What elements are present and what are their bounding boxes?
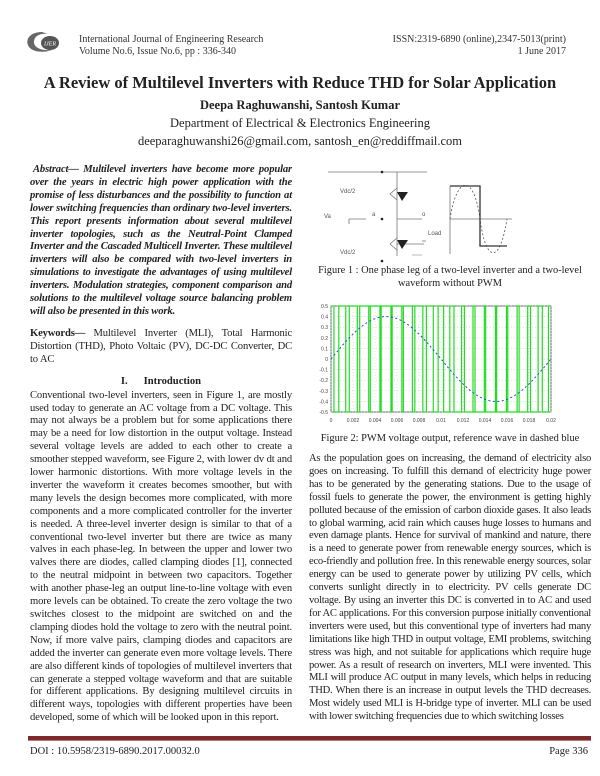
figure-2-caption: Figure 2: PWM voltage output, reference … (320, 433, 580, 444)
x-tick-label: 0.01 (436, 418, 446, 424)
department: Department of Electrical & Electronics E… (170, 116, 430, 130)
x-tick-label: 0.008 (413, 418, 426, 424)
abstract: Abstract— Multilevel inverters have beco… (30, 164, 292, 317)
x-tick-label: 0.012 (457, 418, 470, 424)
y-tick-label: -0.5 (319, 410, 328, 416)
y-tick-label: 0 (325, 357, 328, 363)
right-column: Vdc/2 Vdc/2 Va a o Load Figure 1 : One p… (309, 166, 591, 724)
section-heading-introduction: I. Introduction (120, 375, 202, 387)
journal-name: International Journal of Engineering Res… (79, 34, 264, 45)
issn: ISSN:2319-6890 (online),2347-5013(print) (392, 34, 566, 45)
x-tick-label: 0.02 (546, 418, 556, 424)
x-tick-label: 0 (330, 418, 333, 424)
fig1-label-va: Va (324, 214, 332, 220)
svg-text:IJER: IJER (43, 42, 56, 48)
x-tick-label: 0.014 (479, 418, 492, 424)
x-tick-label: 0.006 (391, 418, 404, 424)
keywords-label: Keywords— (30, 327, 86, 339)
introduction-paragraph: Conventional two-level inverters, seen i… (30, 389, 292, 724)
y-tick-label: 0.4 (321, 315, 328, 321)
y-tick-label: -0.4 (319, 399, 328, 405)
fig1-label-vdc-bottom: Vdc/2 (340, 250, 356, 256)
reference-wave-series (330, 316, 552, 402)
pwm-output-series (331, 305, 551, 413)
left-column: Abstract— Multilevel inverters have beco… (30, 164, 292, 725)
y-tick-label: 0.5 (321, 304, 328, 310)
page-number: Page 336 (549, 746, 588, 757)
y-tick-label: -0.1 (319, 368, 328, 374)
keywords: Keywords— Multilevel Inverter (MLI), Tot… (30, 328, 292, 367)
figure-1: Vdc/2 Vdc/2 Va a o Load (309, 166, 591, 264)
doi: DOI : 10.5958/2319-6890.2017.00032.0 (30, 746, 200, 757)
x-tick-label: 0.002 (347, 418, 360, 424)
fig1-label-load: Load (428, 231, 441, 237)
authors: Deepa Raghuwanshi, Santosh Kumar (199, 98, 401, 112)
publication-date: 1 June 2017 (517, 46, 566, 57)
paper-title: A Review of Multilevel Inverters with Re… (43, 73, 557, 92)
y-tick-label: 0.2 (321, 336, 328, 342)
y-tick-label: 0.3 (321, 325, 328, 331)
y-tick-label: -0.3 (319, 389, 328, 395)
fig1-label-o: o (422, 212, 426, 218)
keywords-text: Multilevel Inverter (MLI), Total Harmoni… (30, 327, 292, 365)
issn-info: ISSN:2319-6890 (online),2347-5013(print)… (393, 34, 566, 58)
journal-volume: Volume No.6, Issue No.6, pp : 336-340 (79, 46, 237, 57)
figure-1-caption: Figure 1 : One phase leg of a two-level … (318, 265, 582, 289)
fig1-label-a: a (372, 212, 376, 218)
y-tick-label: 0.1 (321, 346, 328, 352)
x-tick-label: 0.004 (369, 418, 382, 424)
footer-rule (28, 736, 591, 741)
journal-logo: IJER (22, 30, 68, 54)
x-tick-label: 0.016 (501, 418, 514, 424)
fig1-label-vdc-top: Vdc/2 (340, 189, 356, 195)
y-tick-label: -0.2 (319, 378, 328, 384)
x-tick-label: 0.018 (523, 418, 536, 424)
author-emails: deeparaghuwanshi26@gmail.com, santosh_en… (137, 134, 463, 148)
right-column-paragraph: As the population goes on increasing, th… (309, 453, 591, 723)
journal-info: International Journal of Engineering Res… (79, 34, 263, 58)
